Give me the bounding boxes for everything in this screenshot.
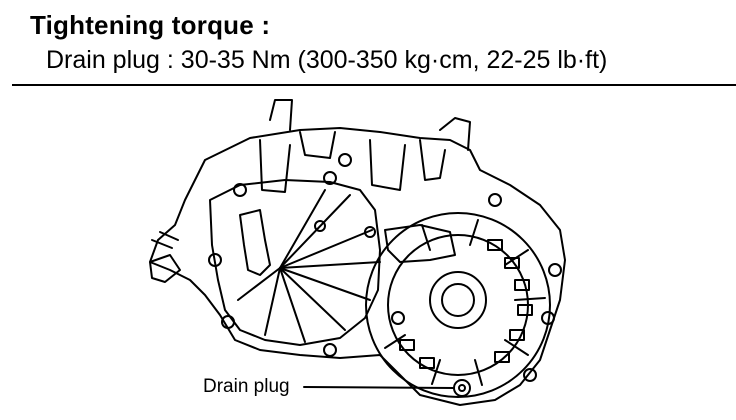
drain-plug-leader	[303, 386, 455, 389]
drain-plug-torque-spec: Drain plug : 30-35 Nm (300-350 kg·cm, 22…	[46, 46, 608, 74]
section-divider	[12, 84, 736, 86]
drain-plug-label: Drain plug	[203, 376, 290, 397]
spec-heading: Tightening torque :	[30, 10, 271, 40]
housing-outline	[149, 127, 566, 406]
drain-plug-bolt	[453, 379, 471, 397]
bell-housing	[365, 212, 551, 398]
side-cover	[209, 179, 381, 346]
transaxle-illustration	[149, 99, 566, 406]
